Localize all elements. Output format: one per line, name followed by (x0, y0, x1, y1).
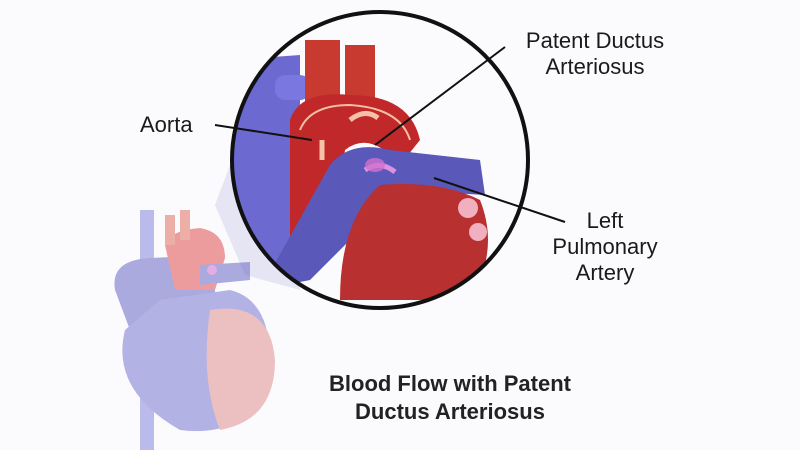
aorta-label: Aorta (140, 112, 193, 137)
small-heart-illustration (114, 210, 275, 450)
magnifier-ring (230, 10, 530, 310)
lpa-leader-line (433, 177, 566, 223)
pda-leader-line (374, 46, 506, 146)
aorta-leader-line (214, 124, 313, 141)
magnified-heart-illustration (232, 12, 528, 308)
